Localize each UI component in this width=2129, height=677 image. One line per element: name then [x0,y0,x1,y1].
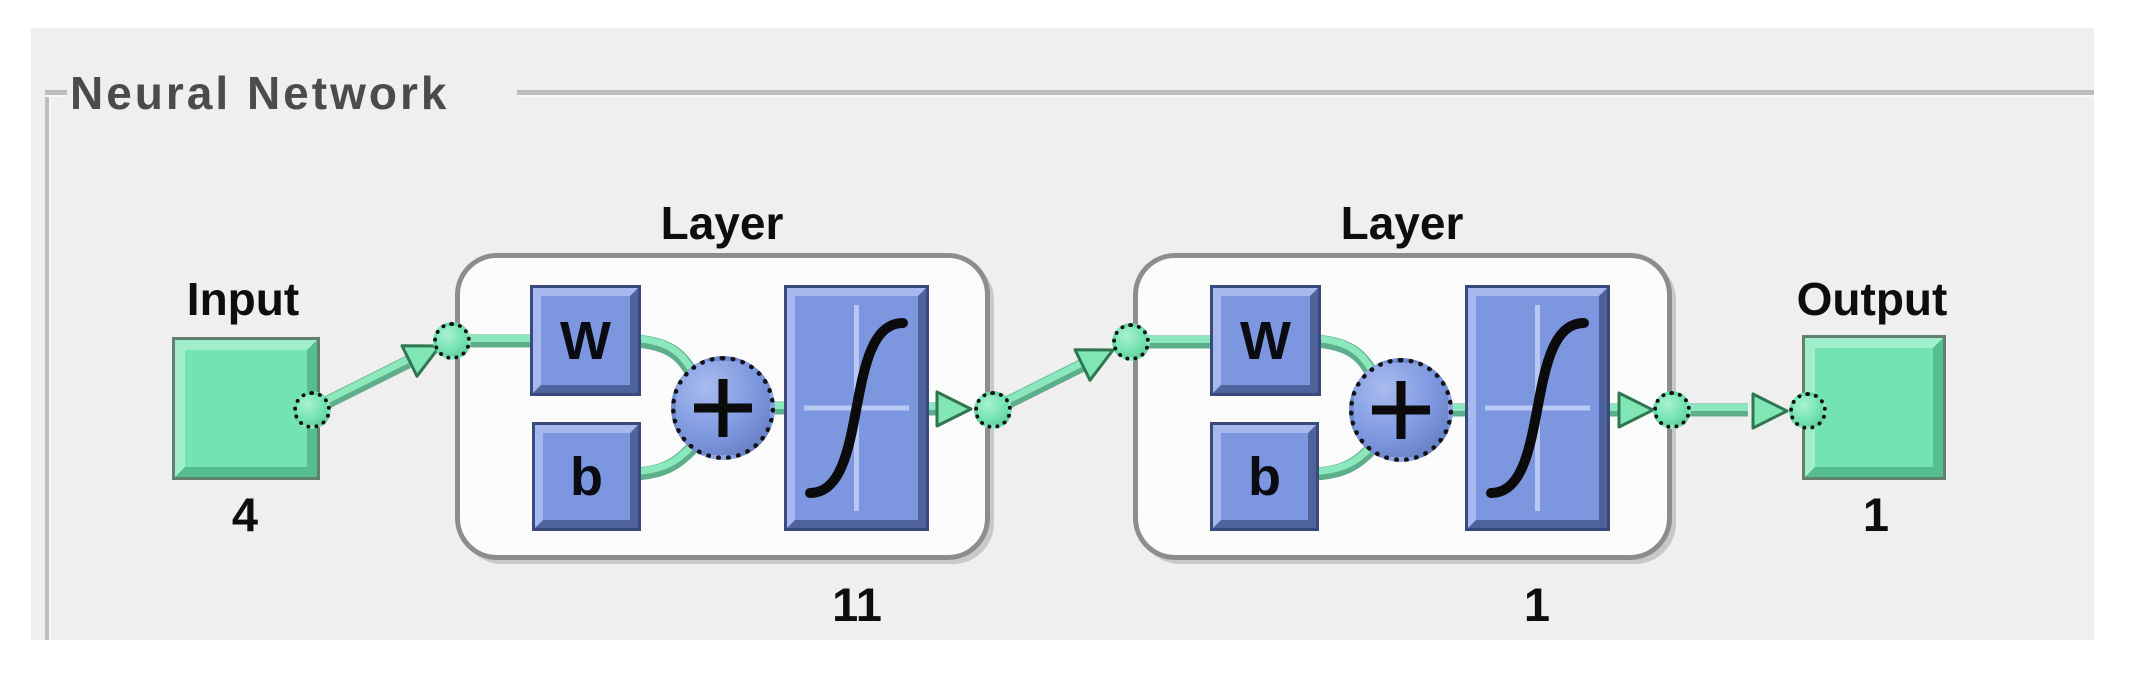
layer1-activation-block [787,288,926,528]
bias-label: b [1248,446,1281,507]
layer1-out-node [974,391,1012,429]
tansig-icon [1485,305,1590,511]
groupbox-top-dash [45,90,67,95]
output-in-node [1789,392,1827,430]
layer1-label: Layer [660,197,784,249]
layer2-in-node [1112,323,1150,361]
groupbox-left-border [45,90,49,640]
layer2-out-node [1653,391,1691,429]
plus-icon [718,379,728,437]
output-size: 1 [1862,488,1890,541]
layer1-weight-block: W [533,288,638,393]
input-out-node [293,391,331,429]
input-size: 4 [231,488,259,541]
layer2-bias-block: b [1213,425,1316,528]
weight-label: W [560,310,611,371]
weight-label: W [1240,310,1291,371]
output-label: Output [1796,273,1948,325]
bias-label: b [570,446,603,507]
layer2-sum-node [1349,358,1453,462]
layer2-label: Layer [1340,197,1464,249]
neural-network-panel [31,28,2094,640]
layer2-neurons: 1 [1523,578,1551,631]
tansig-icon [804,305,909,511]
layer2-activation-block [1468,288,1607,528]
layer2-weight-block: W [1213,288,1318,393]
layer1-bias-block: b [535,425,638,528]
layer1-neurons: 11 [832,578,882,631]
plus-icon [1396,381,1406,439]
layer1-in-node [433,322,471,360]
groupbox-title: Neural Network [70,67,450,119]
layer1-sum-node [671,356,775,460]
groupbox-top-border [517,90,2094,95]
input-label: Input [186,273,300,325]
